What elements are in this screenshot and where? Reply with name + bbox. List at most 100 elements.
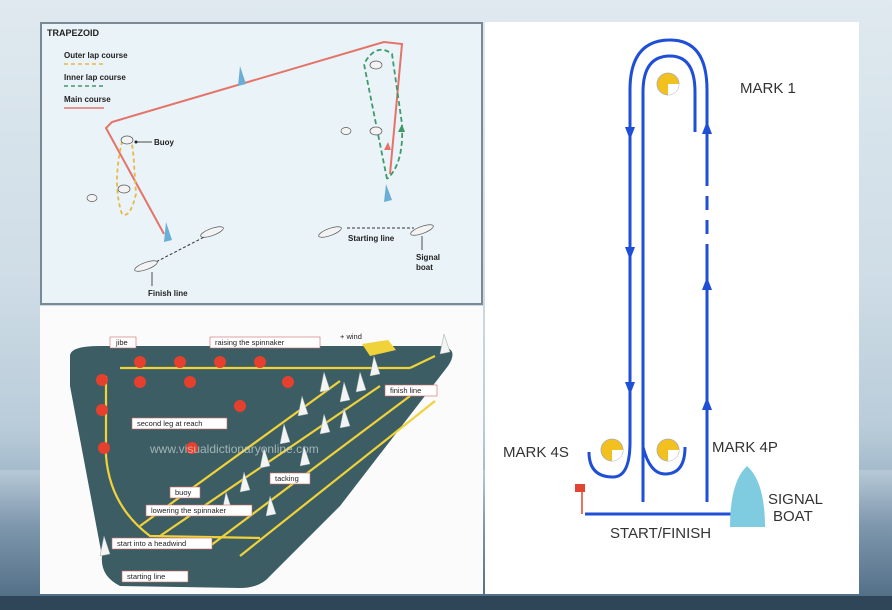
label-box: [209, 336, 321, 349]
sailboat-icon: [299, 445, 311, 467]
legend-inner-label: Inner lap course: [64, 73, 126, 82]
mark-4s-rounding: [587, 441, 632, 479]
course-leg-line: [628, 38, 709, 172]
spinnaker-boat-icon: [282, 376, 294, 388]
sailboat-icon: [99, 535, 111, 557]
spinnaker-boat-icon: [96, 404, 108, 416]
mark-1-label: MARK 1: [740, 80, 796, 97]
arrow-down-icon: [625, 127, 635, 140]
arrow-up-icon: [702, 397, 712, 410]
arrow-up-icon: [702, 277, 712, 290]
spinnaker-boat-icon: [254, 356, 266, 368]
regatta-course-illustration: jibe raising the spinnaker + wind finish…: [40, 306, 483, 594]
sailboat-icon: [339, 381, 351, 403]
buoy-label: Buoy: [154, 138, 175, 147]
diagram-title: TRAPEZOID: [47, 28, 100, 38]
legend-outer-label: Outer lap course: [64, 51, 128, 60]
finish-line-label: Finish line: [148, 289, 188, 298]
sailboat-icon: [164, 222, 172, 242]
red-arrow: [384, 142, 391, 150]
start-headwind-label: start into a headwind: [117, 539, 186, 548]
sailboat-icon: [265, 495, 277, 517]
buoy-icon: [117, 184, 131, 194]
mark-highlight: [668, 84, 679, 95]
bottom-bar: [0, 596, 892, 610]
mark-4s-label: MARK 4S: [503, 444, 569, 461]
mark-highlight: [668, 450, 679, 461]
green-arrow: [398, 124, 405, 132]
sailboat-icon: [439, 333, 451, 355]
spinnaker-boat-icon: [134, 356, 146, 368]
jibe-label: jibe: [115, 338, 128, 347]
raising-spinnaker-label: raising the spinnaker: [215, 338, 285, 347]
course-line: [209, 395, 411, 547]
boat-label: BOAT: [773, 508, 813, 525]
flag-icon: [575, 484, 585, 492]
wind-label: + wind: [340, 332, 362, 341]
sailboat-icon: [355, 371, 367, 393]
sailboat-icon: [259, 447, 271, 469]
sailboat-icon: [239, 471, 251, 493]
course-line: [104, 376, 261, 540]
watermark-text: www.visualdictionaryonline.com: [149, 442, 319, 456]
start-finish-label: START/FINISH: [610, 525, 711, 542]
starting-line-label: starting line: [127, 572, 165, 581]
second-leg-label: second leg at reach: [137, 419, 202, 428]
trapezoid-course-diagram: TRAPEZOID Outer lap course Inner lap cou…: [40, 22, 483, 305]
label-box: [131, 417, 228, 430]
signal-boat-label-2: boat: [416, 263, 433, 272]
mark-4p-label: MARK 4P: [712, 439, 778, 456]
mark-4p-rounding: [641, 446, 687, 476]
windward-leeward-course-diagram: MARK 1 MARK 4S MARK 4P SIGNAL BOAT START…: [485, 22, 859, 594]
spinnaker-boat-icon: [186, 442, 198, 454]
label-box: [121, 570, 189, 583]
mark-highlight: [612, 450, 623, 461]
sailboat-icon: [238, 66, 246, 86]
legend-main-label: Main course: [64, 95, 111, 104]
buoy-label: buoy: [175, 488, 192, 497]
sailboat-icon: [279, 423, 291, 445]
boat-icon: [134, 260, 158, 272]
spinnaker-boat-icon: [134, 376, 146, 388]
sailboat-icon: [384, 184, 392, 202]
sailboat-icon: [297, 395, 309, 417]
spinnaker-boat-icon: [214, 356, 226, 368]
buoy-icon: [120, 135, 134, 145]
arrow-down-icon: [625, 382, 635, 395]
arrow-up-icon: [702, 121, 712, 134]
inner-lap-course: [363, 48, 404, 180]
buoy-icon: [369, 126, 383, 136]
main-course-line: [104, 40, 404, 235]
sailboat-icon: [369, 355, 381, 377]
course-leg-line: [641, 54, 697, 502]
wind-arrow-icon: [362, 340, 396, 356]
spinnaker-boat-icon: [174, 356, 186, 368]
label-box: [109, 336, 137, 349]
finish-line-label: finish line: [390, 386, 421, 395]
spinnaker-boat-icon: [96, 374, 108, 386]
signal-boat-icon: [730, 466, 765, 527]
tacking-label: tacking: [275, 474, 299, 483]
spinnaker-boat-icon: [234, 400, 246, 412]
finish-line: [151, 233, 211, 265]
starting-line-label: Starting line: [348, 234, 395, 243]
signal-boat-icon: [410, 224, 434, 236]
buoy-pointer-dot: [134, 140, 138, 144]
label-box: [111, 537, 213, 550]
sailboat-icon: [319, 413, 331, 435]
sailboat-icon: [339, 407, 351, 429]
arrow-down-icon: [625, 247, 635, 260]
buoy-icon: [86, 194, 98, 202]
label-box: [145, 504, 253, 517]
boat-icon: [200, 226, 224, 238]
label-box: [169, 486, 201, 499]
spinnaker-boat-icon: [184, 376, 196, 388]
label-box: [384, 384, 438, 397]
lowering-spinnaker-label: lowering the spinnaker: [151, 506, 227, 515]
spinnaker-boat-icon: [98, 442, 110, 454]
sailboat-icon: [319, 371, 331, 393]
course-line: [239, 400, 436, 557]
buoy-icon: [340, 127, 352, 135]
buoy-icon: [369, 60, 383, 70]
course-line: [139, 380, 341, 527]
